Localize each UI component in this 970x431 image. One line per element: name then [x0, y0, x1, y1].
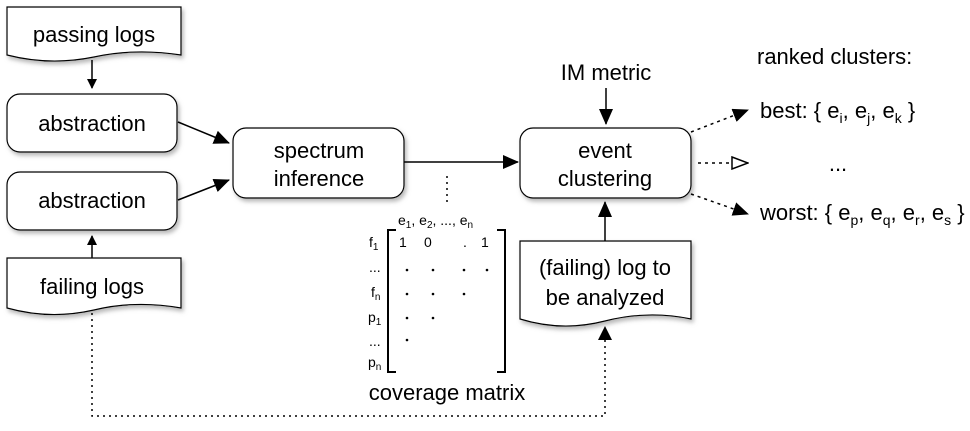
matrix-cell: 0 [424, 234, 432, 250]
matrix-row-label: f1 [369, 234, 379, 253]
event-label-line2: clustering [558, 166, 652, 191]
arrow-abstraction-top-to-spectrum [177, 121, 230, 144]
spectrum-label-line2: inference [274, 166, 365, 191]
matrix-row-label: ... [369, 259, 381, 275]
matrix-caption: coverage matrix [369, 380, 526, 405]
failing-logs-node: failing logs [6, 257, 182, 316]
event-clustering-node: event clustering [519, 127, 692, 199]
matrix-row-label: pn [368, 354, 381, 373]
matrix-left-bracket [387, 229, 396, 373]
failing-log-analyzed-node: (failing) log to be analyzed [519, 240, 692, 327]
matrix-cell: 1 [481, 234, 489, 250]
matrix-row-label: p1 [368, 309, 382, 328]
abstraction-top-node: abstraction [6, 93, 178, 153]
abstraction-bottom-label: abstraction [38, 188, 146, 213]
arrow-to-best [690, 108, 749, 133]
spectrum-inference-node: spectrum inference [232, 127, 405, 199]
dotted-failing-logs-path [91, 313, 606, 417]
abstraction-bottom-node: abstraction [6, 171, 178, 231]
ranked-clusters-title: ranked clusters: [757, 44, 912, 69]
arrow-abstraction-bottom-to-spectrum [177, 178, 230, 201]
matrix-row-label: fn [371, 284, 380, 303]
passing-logs-label: passing logs [33, 22, 155, 47]
matrix-dots [405, 268, 489, 342]
failing-log-label-line2: be analyzed [546, 285, 665, 310]
worst-cluster: worst: { ep, eq, er, es } [759, 200, 965, 228]
spectrum-label-line1: spectrum [274, 138, 364, 163]
matrix-cell: 1 [399, 234, 407, 250]
failing-logs-label: failing logs [40, 274, 144, 299]
im-metric-label: IM metric [561, 60, 651, 85]
cluster-ellipsis: ... [829, 151, 847, 176]
ranked-clusters: ranked clusters: best: { ei, ej, ek } ..… [757, 44, 965, 228]
passing-logs-node: passing logs [6, 6, 182, 62]
matrix-right-bracket [497, 229, 506, 373]
matrix-header: e1, e2, ..., en [398, 212, 473, 231]
arrow-to-worst [690, 193, 749, 216]
best-cluster: best: { ei, ej, ek } [760, 98, 915, 126]
event-label-line1: event [578, 138, 632, 163]
matrix-row-label: ... [369, 333, 381, 349]
abstraction-top-label: abstraction [38, 111, 146, 136]
matrix-cell: . [463, 234, 467, 250]
failing-log-label-line1: (failing) log to [539, 255, 671, 280]
coverage-matrix: e1, e2, ..., en f1 ... fn p1 ... pn 1 0 … [368, 212, 525, 405]
dotted-path-arrowhead [598, 326, 612, 340]
